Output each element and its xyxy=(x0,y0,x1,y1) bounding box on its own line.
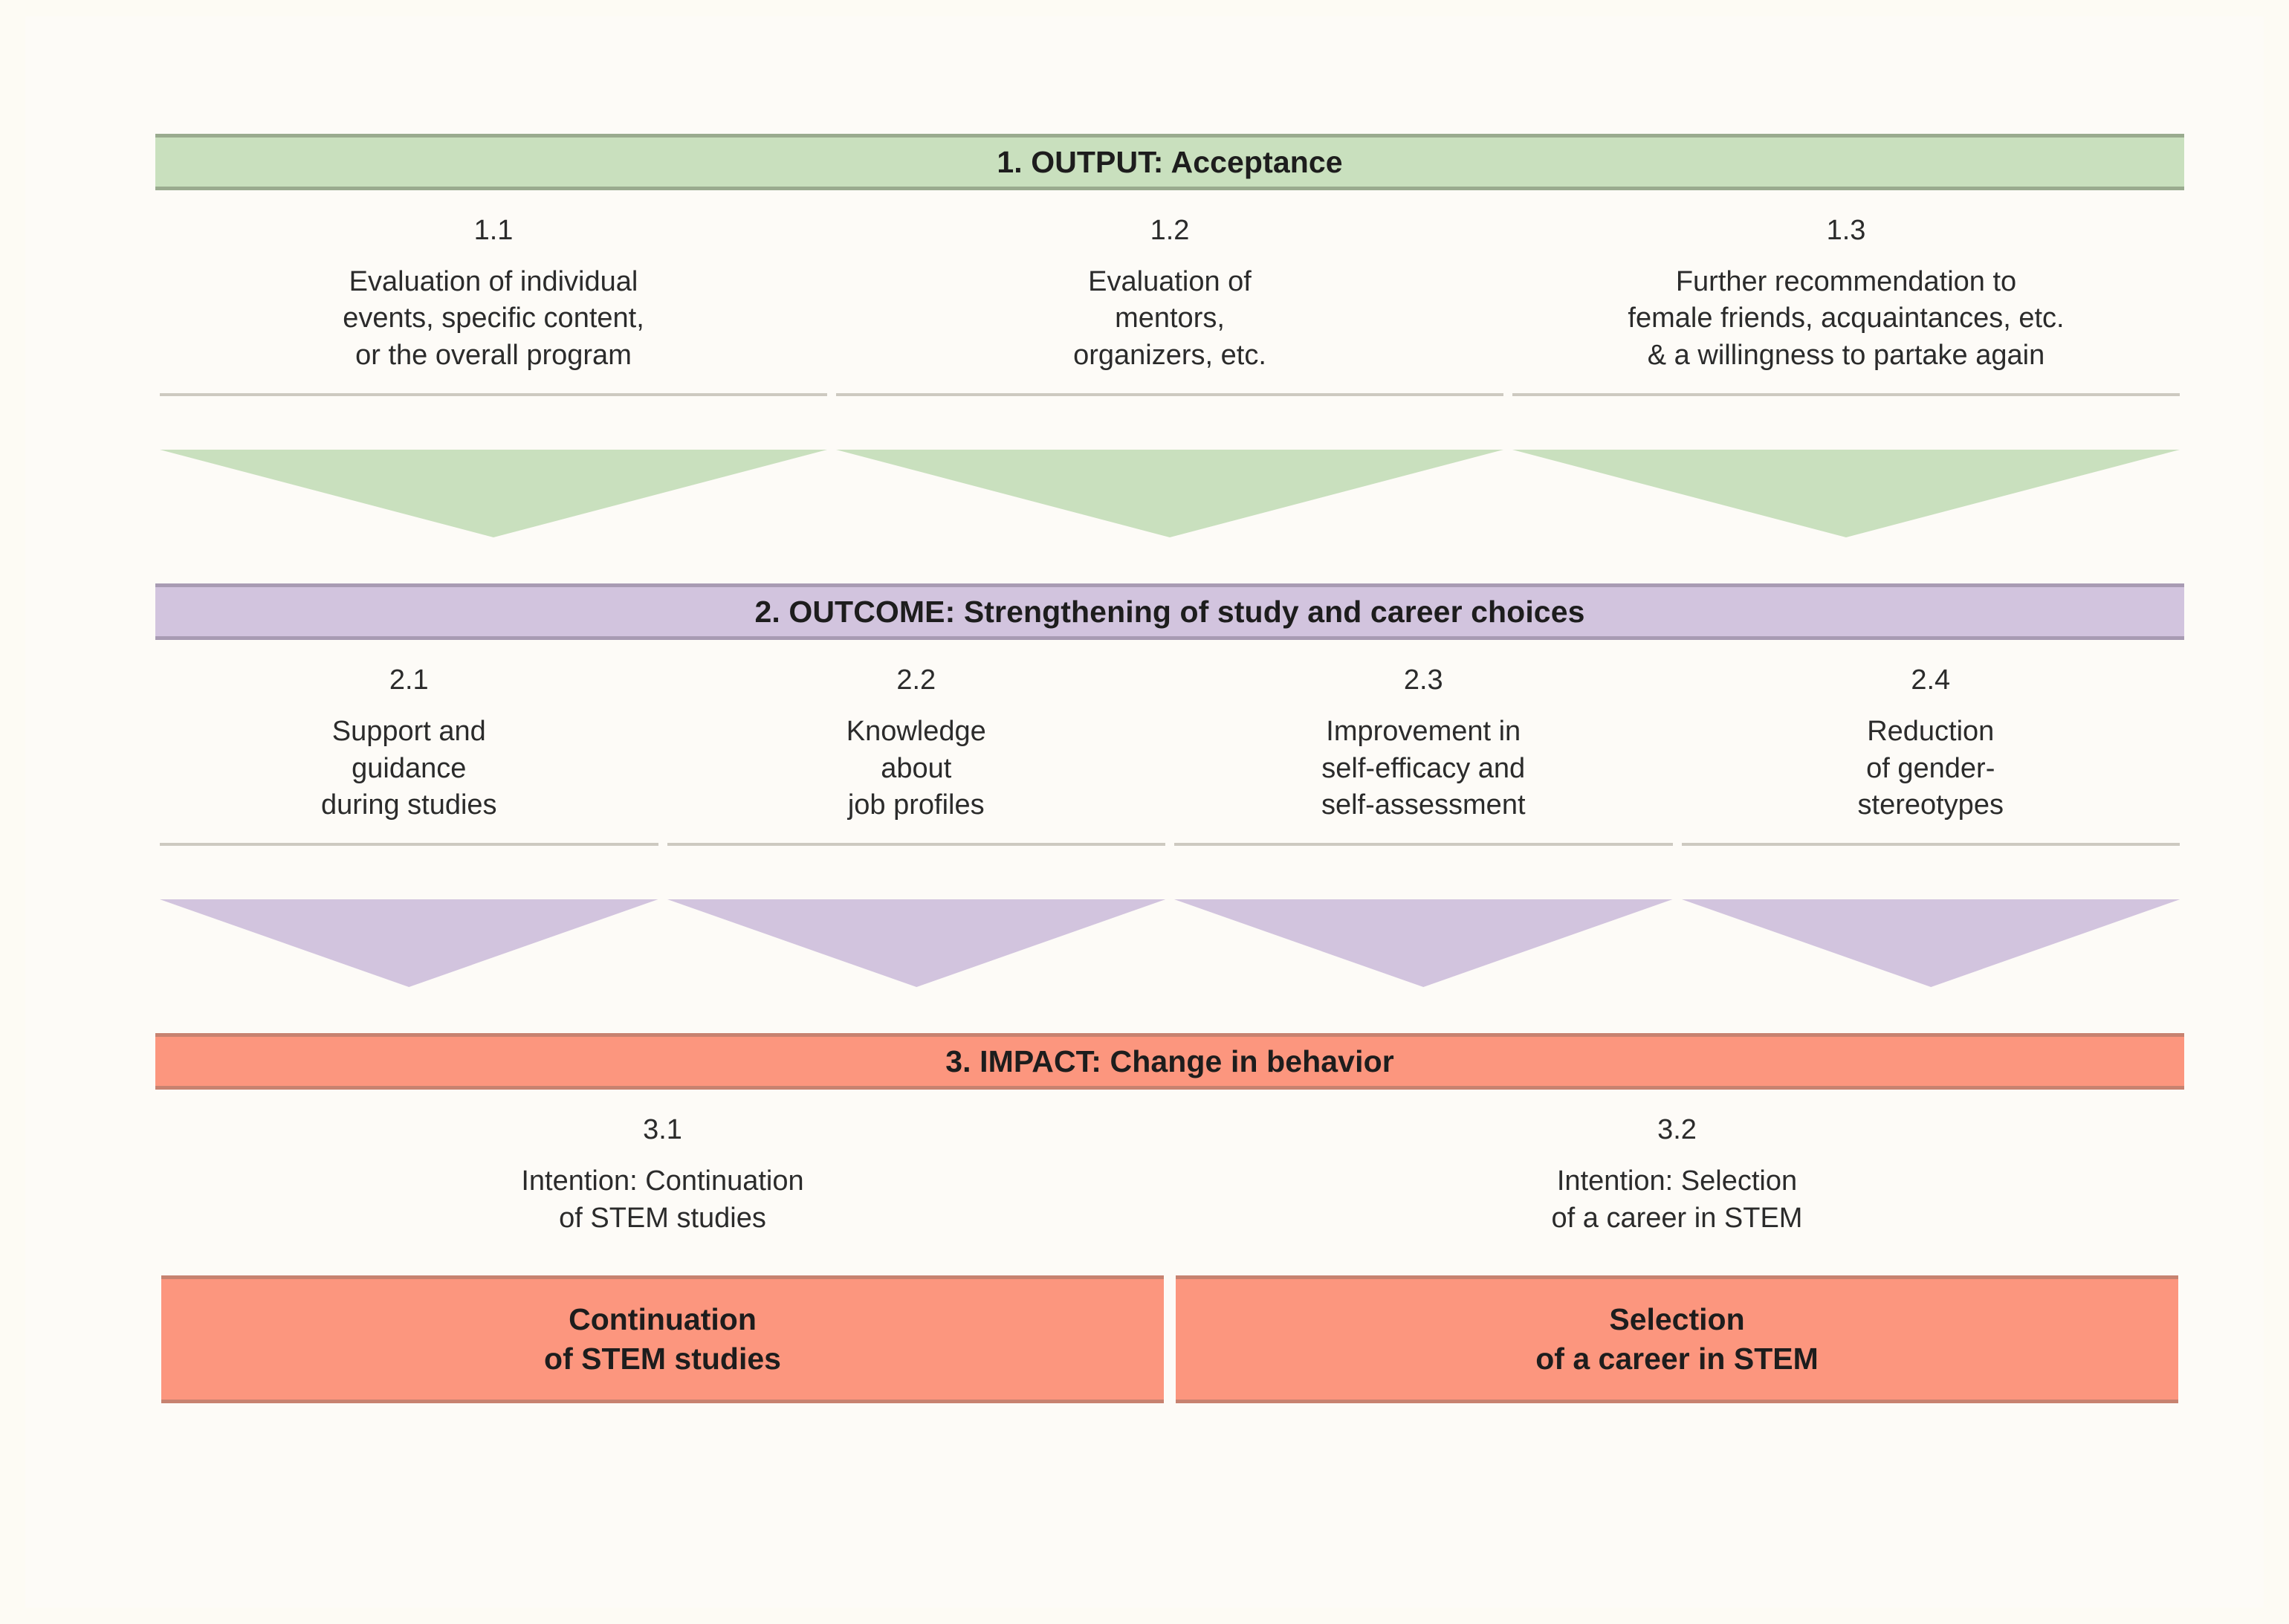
connector-outcome-to-impact xyxy=(155,899,2184,988)
item-2-3: 2.3 Improvement in self-efficacy and sel… xyxy=(1174,640,1673,847)
item-2-1-text: Support and guidance during studies xyxy=(320,716,497,821)
down-triangle-icon xyxy=(1174,899,1673,988)
item-1-2: 1.2 Evaluation of mentors, organizers, e… xyxy=(836,190,1503,397)
triangle-slot-1 xyxy=(160,899,658,988)
logic-model: 1. OUTPUT: Acceptance 1.1 Evaluation of … xyxy=(155,134,2184,1404)
item-2-4-id: 2.4 xyxy=(1911,664,1951,696)
down-triangle-icon xyxy=(1681,899,2180,988)
item-1-3: 1.3 Further recommendation to female fri… xyxy=(1512,190,2180,397)
down-triangle-icon xyxy=(160,899,658,988)
item-2-4-text: Reduction of gender- stereotypes xyxy=(1857,716,2004,821)
tier-header-outcome-label: 2. OUTCOME: Strengthening of study and c… xyxy=(754,594,1585,629)
item-2-3-text: Improvement in self-efficacy and self-as… xyxy=(1321,716,1526,821)
tier-output-items: 1.1 Evaluation of individual events, spe… xyxy=(155,190,2184,397)
result-box-continuation: Continuation of STEM studies xyxy=(161,1275,1164,1404)
tier-header-output: 1. OUTPUT: Acceptance xyxy=(155,134,2184,190)
down-triangle-icon xyxy=(667,899,1165,988)
item-1-3-id: 1.3 xyxy=(1826,215,1866,246)
item-2-1: 2.1 Support and guidance during studies xyxy=(160,640,658,847)
item-1-2-id: 1.2 xyxy=(1150,215,1190,246)
triangle-slot-4 xyxy=(1681,899,2180,988)
item-2-2-id: 2.2 xyxy=(896,664,936,696)
down-triangle-icon xyxy=(160,450,827,538)
triangle-slot-2 xyxy=(836,450,1503,538)
item-3-2-id: 3.2 xyxy=(1657,1114,1697,1146)
triangle-slot-1 xyxy=(160,450,827,538)
tier-header-output-label: 1. OUTPUT: Acceptance xyxy=(997,144,1343,179)
triangle-slot-2 xyxy=(667,899,1165,988)
item-2-1-id: 2.1 xyxy=(389,664,429,696)
item-2-2: 2.2 Knowledge about job profiles xyxy=(667,640,1165,847)
item-3-2-text: Intention: Selection of a career in STEM xyxy=(1551,1165,1803,1234)
connector-output-to-outcome xyxy=(155,450,2184,538)
diagram-frame: 1. OUTPUT: Acceptance 1.1 Evaluation of … xyxy=(25,16,2264,1608)
impact-result-boxes: Continuation of STEM studies Selection o… xyxy=(155,1275,2184,1404)
tier-impact-items: 3.1 Intention: Continuation of STEM stud… xyxy=(155,1090,2184,1256)
item-1-1-text: Evaluation of individual events, specifi… xyxy=(343,266,644,371)
tier-header-impact-label: 3. IMPACT: Change in behavior xyxy=(945,1044,1394,1078)
item-1-3-text: Further recommendation to female friends… xyxy=(1628,266,2065,371)
tier-header-outcome: 2. OUTCOME: Strengthening of study and c… xyxy=(155,583,2184,641)
item-3-1-id: 3.1 xyxy=(643,1114,682,1146)
tier-outcome-items: 2.1 Support and guidance during studies … xyxy=(155,640,2184,847)
item-2-4: 2.4 Reduction of gender- stereotypes xyxy=(1681,640,2180,847)
triangle-slot-3 xyxy=(1512,450,2180,538)
down-triangle-icon xyxy=(1512,450,2180,538)
item-2-3-id: 2.3 xyxy=(1403,664,1443,696)
item-3-1: 3.1 Intention: Continuation of STEM stud… xyxy=(160,1090,1165,1256)
item-3-1-text: Intention: Continuation of STEM studies xyxy=(521,1165,804,1234)
item-1-2-text: Evaluation of mentors, organizers, etc. xyxy=(1073,266,1266,371)
down-triangle-icon xyxy=(836,450,1503,538)
triangle-slot-3 xyxy=(1174,899,1673,988)
item-3-2: 3.2 Intention: Selection of a career in … xyxy=(1174,1090,2180,1256)
item-1-1-id: 1.1 xyxy=(473,215,514,246)
item-1-1: 1.1 Evaluation of individual events, spe… xyxy=(160,190,827,397)
result-box-selection: Selection of a career in STEM xyxy=(1176,1275,2178,1404)
tier-header-impact: 3. IMPACT: Change in behavior xyxy=(155,1033,2184,1090)
item-2-2-text: Knowledge about job profiles xyxy=(846,716,986,821)
